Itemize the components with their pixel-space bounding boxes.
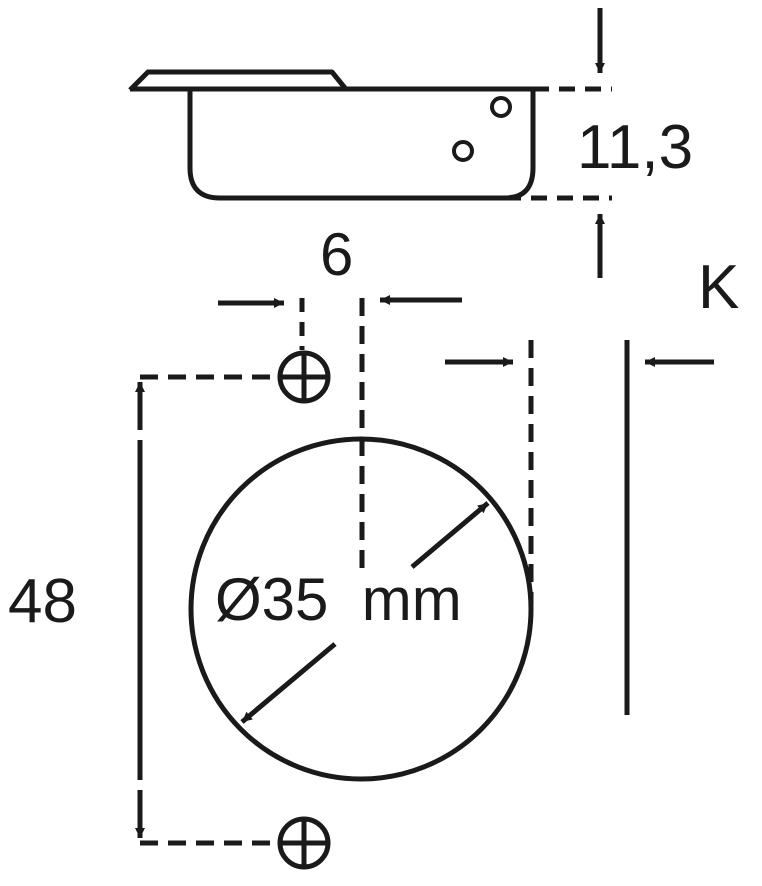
cup-bore-circle: [188, 436, 534, 782]
diameter-arrow-lower: [240, 642, 337, 724]
edge-dimension: [445, 340, 714, 715]
screw-hole-top: [277, 350, 331, 404]
rivet-hole-upper: [490, 96, 512, 118]
offset-label: 6: [320, 221, 353, 288]
offset-dimension: [218, 295, 462, 572]
cup-bore: [188, 436, 534, 782]
height-label: 11,3: [577, 113, 693, 182]
diameter-label: Ø35 mm: [215, 566, 462, 633]
screw-hole-bottom: [277, 816, 331, 870]
mounting-plate-outline: [128, 69, 347, 92]
hinge-side-view: [128, 69, 536, 201]
height-dimension: [505, 8, 612, 278]
diameter-arrow-upper: [410, 501, 490, 569]
rivet-hole-lower: [452, 140, 474, 162]
spacing-dimension: [135, 374, 280, 846]
edge-label: K: [698, 253, 739, 322]
cup-body-outline: [187, 89, 536, 201]
spacing-label: 48: [8, 567, 77, 636]
